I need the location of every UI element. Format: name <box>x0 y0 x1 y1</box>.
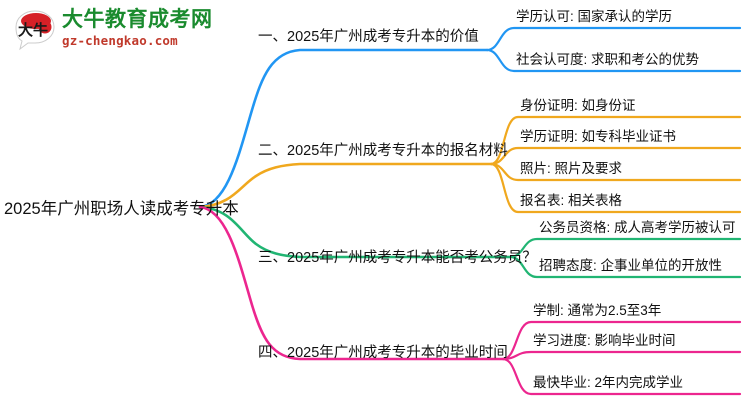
leaf-connector-4-3 <box>501 357 742 396</box>
leaf-node-4-1-label: 学制: 通常为2.5至3年 <box>533 303 662 318</box>
branch-node-2[interactable]: 二、2025年广州成考专升本的报名材料 <box>258 142 508 160</box>
leaf-connector-3-2 <box>508 255 742 279</box>
leaf-node-1-2[interactable]: 社会认可度: 求职和考公的优势 <box>516 51 699 68</box>
branch-trunk-4 <box>198 205 505 361</box>
branch-connector-3 <box>198 205 742 279</box>
leaf-node-4-3[interactable]: 最快毕业: 2年内完成学业 <box>533 374 683 391</box>
leaf-node-3-1-label: 公务员资格: 成人高考学历被认可 <box>539 220 736 235</box>
leaf-node-4-2-label: 学习进度: 影响毕业时间 <box>533 333 676 348</box>
branch-trunk-1 <box>198 48 489 209</box>
branch-connector-1 <box>198 26 742 209</box>
leaf-node-2-4-label: 报名表: 相关表格 <box>520 193 623 208</box>
root-node-label: 2025年广州职场人读成考专升本 <box>4 200 239 218</box>
branch-connector-4 <box>198 205 742 396</box>
branch-node-3[interactable]: 三、2025年广州成考专升本能否考公务员？ <box>258 249 537 267</box>
leaf-node-2-2[interactable]: 学历证明: 如专科毕业证书 <box>520 128 676 145</box>
daniu-logo-icon: 大牛 <box>15 10 55 51</box>
logo-title: 大牛教育成考网 <box>62 8 213 31</box>
leaf-connector-3-1 <box>508 237 742 259</box>
leaf-connector-4-2 <box>501 350 742 361</box>
leaf-node-1-1[interactable]: 学历认可: 国家承认的学历 <box>516 8 672 25</box>
branch-node-2-label: 二、2025年广州成考专升本的报名材料 <box>258 143 508 159</box>
leaf-connector-1-1 <box>485 26 742 52</box>
branch-connector-2 <box>198 115 742 214</box>
leaf-node-3-1[interactable]: 公务员资格: 成人高考学历被认可 <box>539 219 736 236</box>
leaf-node-4-2[interactable]: 学习进度: 影响毕业时间 <box>533 332 676 349</box>
branch-node-1[interactable]: 一、2025年广州成考专升本的价值 <box>258 28 479 46</box>
branch-node-4[interactable]: 四、2025年广州成考专升本的毕业时间 <box>258 344 508 362</box>
leaf-connector-1-2 <box>485 48 742 73</box>
branch-trunk-2 <box>198 162 493 209</box>
leaf-node-3-2[interactable]: 招聘态度: 企事业单位的开放性 <box>539 257 722 274</box>
branch-node-3-label: 三、2025年广州成考专升本能否考公务员？ <box>258 250 537 266</box>
leaf-node-1-2-label: 社会认可度: 求职和考公的优势 <box>516 52 700 67</box>
leaf-node-2-1[interactable]: 身份证明: 如身份证 <box>520 97 636 114</box>
svg-text:大牛: 大牛 <box>18 21 48 39</box>
logo-text: 大牛教育成考网 gz-chengkao.com <box>62 7 232 49</box>
leaf-node-2-4[interactable]: 报名表: 相关表格 <box>520 192 622 209</box>
leaf-node-2-3-label: 照片: 照片及要求 <box>520 161 623 176</box>
leaf-node-2-3[interactable]: 照片: 照片及要求 <box>520 160 622 177</box>
leaf-node-2-2-label: 学历证明: 如专科毕业证书 <box>520 129 677 144</box>
leaf-node-4-1[interactable]: 学制: 通常为2.5至3年 <box>533 302 661 319</box>
branch-node-1-label: 一、2025年广州成考专升本的价值 <box>258 29 479 45</box>
leaf-node-3-2-label: 招聘态度: 企事业单位的开放性 <box>539 258 723 273</box>
logo-subtitle: gz-chengkao.com <box>62 33 178 48</box>
mindmap-root-node[interactable]: 2025年广州职场人读成考专升本 <box>4 194 239 220</box>
site-logo[interactable]: 大牛 大牛教育成考网 gz-chengkao.com <box>8 4 233 56</box>
leaf-connector-2-4 <box>489 162 742 214</box>
leaf-node-1-1-label: 学历认可: 国家承认的学历 <box>516 9 673 24</box>
leaf-node-4-3-label: 最快毕业: 2年内完成学业 <box>533 375 684 390</box>
branch-node-4-label: 四、2025年广州成考专升本的毕业时间 <box>258 345 508 361</box>
branch-trunk-3 <box>198 205 512 259</box>
leaf-node-2-1-label: 身份证明: 如身份证 <box>520 98 636 113</box>
